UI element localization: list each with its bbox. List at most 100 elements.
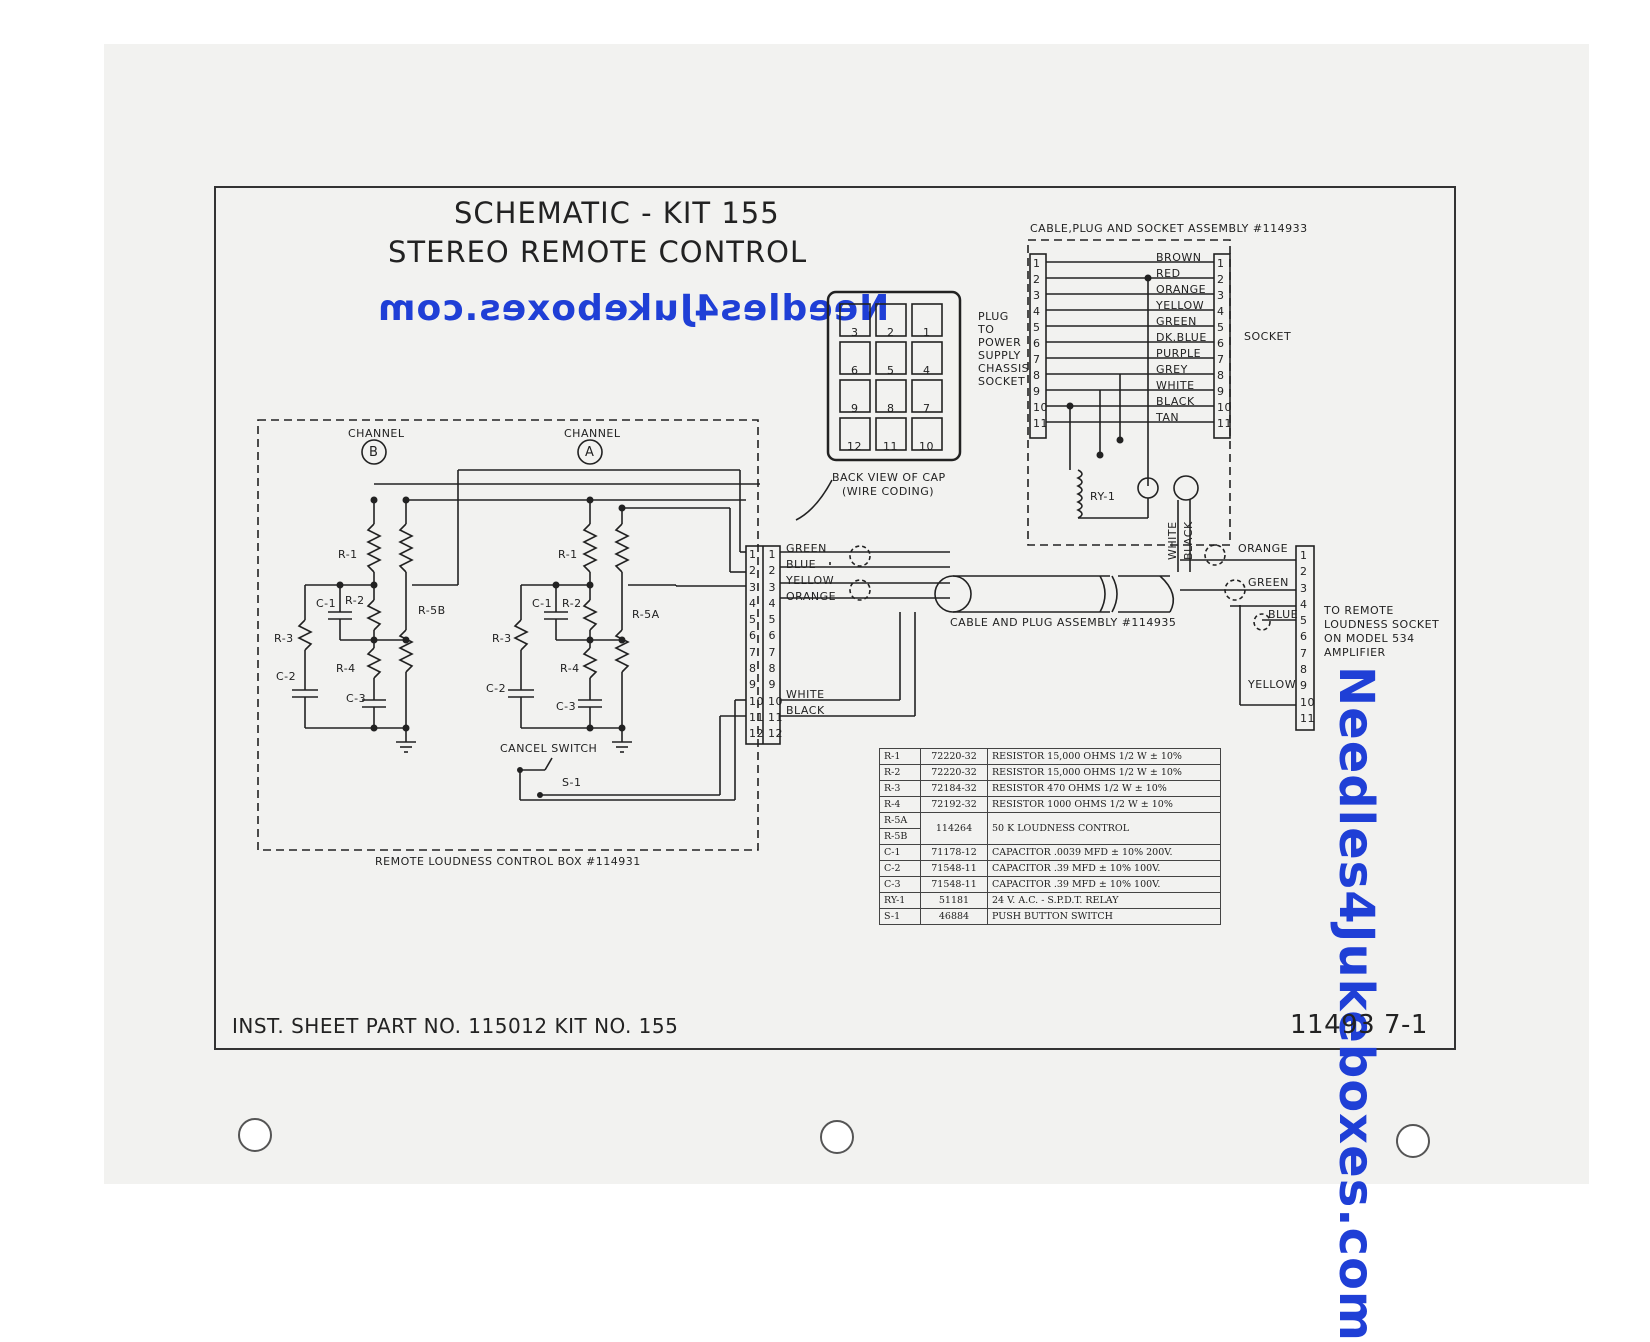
label-b-r3: R-3 <box>274 632 294 645</box>
cap-number-4: 4 <box>923 364 931 377</box>
top-wire-8: GREY <box>1156 363 1188 376</box>
punch-hole-right <box>1396 1124 1430 1158</box>
resistor-a-r2 <box>582 599 598 631</box>
remote-box-label: REMOTE LOUDNESS CONTROL BOX #114931 <box>375 855 641 868</box>
top-wire-7: PURPLE <box>1156 347 1202 360</box>
wire-label-white: WHITE <box>786 688 825 701</box>
cap-body <box>826 290 962 462</box>
right-wire-yellow: YELLOW <box>1248 678 1297 691</box>
resistor-a-r5 <box>614 523 630 573</box>
plug-line-2: TO <box>978 323 995 336</box>
cap-number-9: 9 <box>851 402 859 415</box>
remote-box-outline <box>257 419 759 851</box>
paper-sheet <box>104 44 1589 1184</box>
terminal-row-3: 3 3 <box>749 580 776 594</box>
label-b-c3: C-3 <box>346 692 367 705</box>
title-line-2: STEREO REMOTE CONTROL <box>388 235 808 269</box>
punch-hole-middle <box>820 1120 854 1154</box>
label-b-r4: R-4 <box>336 662 356 675</box>
resistor-b-r4 <box>366 647 382 679</box>
cap-number-11: 11 <box>883 440 898 453</box>
label-a-r1: R-1 <box>558 548 578 561</box>
right-wire-blue: BLUE <box>1268 608 1299 621</box>
schematic-drawing <box>257 239 1315 851</box>
label-a-c3: C-3 <box>556 700 577 713</box>
label-a-r4: R-4 <box>560 662 580 675</box>
label-a-c1: C-1 <box>532 597 553 610</box>
relay-white-label: WHITE <box>1166 521 1179 560</box>
resistor-b-r5 <box>398 523 414 573</box>
punch-hole-left <box>238 1118 272 1152</box>
terminal-strip-top-right <box>1213 253 1231 439</box>
label-b-c2: C-2 <box>276 670 297 683</box>
right-wire-green: GREEN <box>1248 576 1289 589</box>
channel-b-label: CHANNEL <box>348 427 405 440</box>
top-wire-5: GREEN <box>1156 315 1197 328</box>
top-wire-4: YELLOW <box>1156 299 1205 312</box>
label-a-r3: R-3 <box>492 632 512 645</box>
top-wire-2: RED <box>1156 267 1181 280</box>
plug-line-4: SUPPLY <box>978 349 1021 362</box>
resistor-b-r1 <box>366 523 382 573</box>
label-a-r5: R-5A <box>632 608 660 621</box>
resistor-b-r2 <box>366 599 382 631</box>
drawing-frame <box>214 186 1456 1050</box>
channel-a-letter: A <box>585 445 595 460</box>
cap-number-10: 10 <box>919 440 934 453</box>
wire-label-yellow: YELLOW <box>786 574 835 587</box>
terminal-left-numbers: 1 1 2 2 3 3 4 4 5 5 6 6 7 7 8 8 9 9 10 1… <box>749 547 783 743</box>
cap-number-2: 2 <box>887 326 895 339</box>
label-a-c2: C-2 <box>486 682 507 695</box>
label-b-r5: R-5B <box>418 604 446 617</box>
resistor-a-r5-lower <box>614 629 630 673</box>
wire-label-green: GREEN <box>786 542 827 555</box>
cap-number-7: 7 <box>923 402 931 415</box>
relay-coil-post-2 <box>1173 475 1199 501</box>
top-wire-9: WHITE <box>1156 379 1195 392</box>
terminal-strip-right <box>1295 545 1315 731</box>
relay-coil <box>1076 469 1083 519</box>
cancel-switch-label: CANCEL SWITCH <box>500 742 598 755</box>
label-b-r1: R-1 <box>338 548 358 561</box>
terminal-row-9: 9 9 <box>749 678 776 692</box>
terminal-strip-top-left <box>1029 253 1047 439</box>
plug-label: PLUG TO POWER SUPPLY CHASSIS SOCKET <box>978 310 1029 388</box>
terminal-row-5: 5 5 <box>749 613 776 627</box>
label-b-r2: R-2 <box>345 594 365 607</box>
resistor-b-r3 <box>297 619 313 651</box>
cable-assembly-mid-label: CABLE AND PLUG ASSEMBLY #114935 <box>950 616 1177 629</box>
terminal-row-12: 12 12 <box>749 727 783 741</box>
wire-label-orange: ORANGE <box>786 590 837 603</box>
top-wire-labels: BROWN RED ORANGE YELLOW GREEN DK.BLUE PU… <box>1156 250 1207 426</box>
title-line-1: SCHEMATIC - KIT 155 <box>454 196 780 230</box>
to-remote-line-1: TO REMOTE <box>1324 604 1394 617</box>
resistor-a-r4 <box>582 647 598 679</box>
footer-right: 11493 7-1 <box>1290 1010 1428 1040</box>
cap-number-8: 8 <box>887 402 895 415</box>
terminal-row-6: 6 6 <box>749 629 776 643</box>
terminal-row-7: 7 7 <box>749 645 776 659</box>
relay-black-label: BLACK <box>1182 521 1195 560</box>
plug-line-3: POWER <box>978 336 1022 349</box>
socket-label: SOCKET <box>1244 330 1292 343</box>
channel-b-circle <box>361 439 387 465</box>
channel-b-letter: B <box>369 445 379 460</box>
switch-label: S-1 <box>562 776 582 789</box>
terminal-row-10: 10 10 <box>749 694 783 708</box>
cable-assembly-top-label: CABLE,PLUG AND SOCKET ASSEMBLY #114933 <box>1030 222 1308 235</box>
top-wire-3: ORANGE <box>1156 283 1207 296</box>
label-a-r2: R-2 <box>562 597 582 610</box>
channel-a-label: CHANNEL <box>564 427 621 440</box>
cap-number-6: 6 <box>851 364 859 377</box>
to-remote-line-3: ON MODEL 534 <box>1324 632 1415 645</box>
right-wire-orange: ORANGE <box>1238 542 1289 555</box>
